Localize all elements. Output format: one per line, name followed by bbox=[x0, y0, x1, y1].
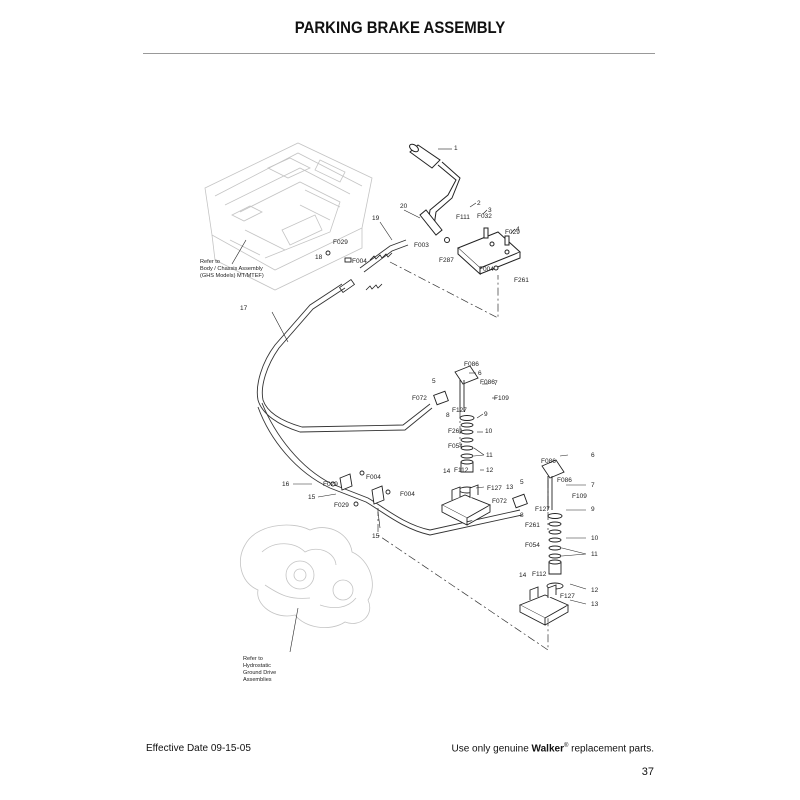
callout-11: 11 bbox=[486, 452, 493, 459]
leader-lines bbox=[231, 148, 587, 653]
hydrostatic-illustration bbox=[240, 524, 373, 629]
callout-3: 3 bbox=[488, 207, 492, 214]
code-f261: F261 bbox=[525, 522, 540, 529]
callout-11: 11 bbox=[591, 551, 598, 558]
callout-6: 6 bbox=[591, 452, 595, 459]
mounting-bracket bbox=[444, 227, 521, 276]
code-f054: F054 bbox=[525, 542, 540, 549]
hydro-ref-line-2: Hydrostatic bbox=[243, 663, 271, 669]
code-f086: F086 bbox=[541, 458, 556, 465]
code-f029: F029 bbox=[333, 239, 348, 246]
code-f127: F127 bbox=[452, 407, 467, 414]
callout-labels: 1 2 3 4 F111 F032 F029 20 19 F029 18 F00… bbox=[240, 145, 599, 608]
hydro-ref-line-3: Ground Drive bbox=[243, 670, 276, 676]
code-f127: F127 bbox=[487, 485, 502, 492]
caliper-stack-upper bbox=[433, 365, 492, 526]
cable-clamps bbox=[325, 250, 391, 507]
page-number: 37 bbox=[641, 766, 654, 778]
code-f003: F003 bbox=[414, 242, 429, 249]
caliper-stack-lower bbox=[512, 459, 570, 626]
callout-14: 14 bbox=[443, 468, 451, 475]
code-f127: F127 bbox=[560, 593, 575, 600]
callout-19: 19 bbox=[372, 215, 380, 222]
callout-7: 7 bbox=[591, 482, 595, 489]
callout-20: 20 bbox=[400, 203, 408, 210]
brand-name: Walker bbox=[531, 743, 564, 755]
code-f086: F086 bbox=[557, 477, 572, 484]
code-f054: F054 bbox=[448, 443, 463, 450]
code-f086: F086 bbox=[464, 361, 479, 368]
callout-15: 15 bbox=[372, 533, 380, 540]
code-f072: F072 bbox=[492, 498, 507, 505]
title-divider bbox=[143, 53, 655, 54]
code-f029: F029 bbox=[334, 502, 349, 509]
hydro-ref-line-1: Refer to bbox=[243, 656, 263, 662]
code-f029: F029 bbox=[505, 229, 520, 236]
callout-1: 1 bbox=[454, 145, 458, 152]
callout-17: 17 bbox=[240, 305, 248, 312]
code-f004: F004 bbox=[352, 258, 367, 265]
callout-15: 15 bbox=[308, 494, 316, 501]
tagline-prefix: Use only genuine bbox=[451, 743, 532, 755]
reference-notes: Refer to Body / Chassis Assembly (GHS Mo… bbox=[200, 259, 276, 683]
hydro-ref-line-4: Assemblies bbox=[243, 677, 272, 683]
callout-8: 8 bbox=[446, 412, 450, 419]
body-ref-line-1: Refer to bbox=[200, 259, 220, 265]
callout-13: 13 bbox=[506, 484, 514, 491]
callout-2: 2 bbox=[477, 200, 481, 207]
body-ref-line-3: (GHS Models) MT/MTEF) bbox=[200, 273, 264, 279]
callout-4: 4 bbox=[516, 226, 520, 233]
reference-lines bbox=[377, 261, 549, 651]
callout-12: 12 bbox=[486, 467, 494, 474]
footer-tagline: Use only genuine Walker® replacement par… bbox=[451, 743, 654, 754]
code-f029: F029 bbox=[323, 481, 338, 488]
code-f261: F261 bbox=[448, 428, 463, 435]
callout-18: 18 bbox=[315, 254, 323, 261]
callout-9: 9 bbox=[484, 411, 488, 418]
code-f127: F127 bbox=[535, 506, 550, 513]
chassis-illustration bbox=[204, 142, 373, 291]
code-f112: F112 bbox=[532, 571, 547, 578]
code-f086: F086 bbox=[480, 379, 495, 386]
code-f261: F261 bbox=[514, 277, 529, 284]
callout-16: 16 bbox=[282, 481, 290, 488]
effective-date: Effective Date 09-15-05 bbox=[146, 743, 251, 754]
registered-mark: ® bbox=[563, 743, 569, 749]
code-f109: F109 bbox=[572, 493, 587, 500]
handle-and-lever bbox=[409, 143, 461, 236]
callout-5: 5 bbox=[520, 479, 524, 486]
callout-10: 10 bbox=[591, 535, 599, 542]
cable-springs bbox=[338, 252, 393, 294]
callout-14: 14 bbox=[519, 572, 527, 579]
code-f111: F111 bbox=[456, 214, 470, 221]
code-f109: F109 bbox=[494, 395, 509, 402]
callout-8: 8 bbox=[520, 512, 524, 519]
page-title: PARKING BRAKE ASSEMBLY bbox=[294, 18, 506, 37]
code-f287: F287 bbox=[439, 257, 454, 264]
callout-12: 12 bbox=[591, 587, 599, 594]
tagline-suffix: replacement parts. bbox=[568, 743, 654, 755]
callout-6: 6 bbox=[478, 370, 482, 377]
code-f004: F004 bbox=[479, 266, 494, 273]
callout-7: 7 bbox=[494, 380, 498, 387]
body-ref-line-2: Body / Chassis Assembly bbox=[200, 266, 263, 272]
callout-5: 5 bbox=[432, 378, 436, 385]
callout-10: 10 bbox=[485, 428, 493, 435]
callout-9: 9 bbox=[591, 506, 595, 513]
code-f004: F004 bbox=[400, 491, 415, 498]
code-f112: F112 bbox=[454, 467, 469, 474]
code-f004: F004 bbox=[366, 474, 381, 481]
callout-13: 13 bbox=[591, 601, 599, 608]
code-f032: F032 bbox=[477, 213, 492, 220]
code-f072: F072 bbox=[412, 395, 427, 402]
